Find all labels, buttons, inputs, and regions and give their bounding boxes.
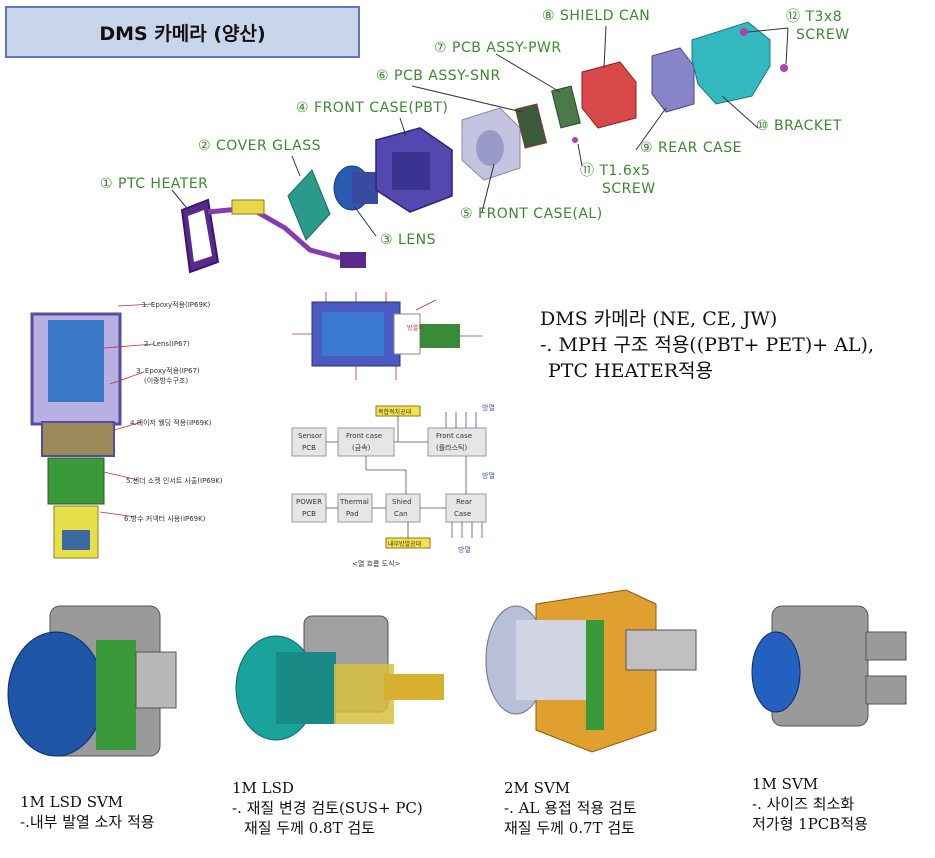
svg-text:방열: 방열 bbox=[482, 403, 495, 412]
svg-text:Case: Case bbox=[454, 510, 471, 518]
ptc-heater-part bbox=[180, 198, 366, 274]
callout-lens: ③ LENS bbox=[380, 232, 437, 248]
heat-flow-caption: <열 흐름 도식> bbox=[352, 559, 401, 568]
screw-t16x5-part bbox=[572, 137, 578, 143]
screw-t3x8-part bbox=[740, 28, 748, 36]
svg-text:Shied: Shied bbox=[392, 498, 412, 506]
variant-2m-svm-image bbox=[485, 589, 697, 753]
variant-caption-4: 1M SVM -. 사이즈 최소화 저가형 1PCB적용 bbox=[752, 775, 868, 833]
description-line-1: DMS 카메라 (NE, CE, JW) bbox=[540, 308, 778, 330]
svg-text:Sensor: Sensor bbox=[298, 432, 322, 440]
callout-front-case-pbt: ④ FRONT CASE(PBT) bbox=[296, 100, 449, 116]
variant-caption-3: 2M SVM -. AL 용접 적용 검토 재질 두께 0.7T 검토 bbox=[504, 779, 637, 837]
variant-caption-1: 1M LSD SVM -.내부 발열 소자 적용 bbox=[20, 793, 155, 831]
front-case-pbt-part bbox=[375, 127, 453, 213]
svg-text:PCB: PCB bbox=[302, 510, 316, 518]
callout-front-case-al: ⑤ FRONT CASE(AL) bbox=[460, 206, 603, 222]
callout-rear-case: ⑨ REAR CASE bbox=[640, 140, 742, 156]
callout-shield-can: ⑧ SHIELD CAN bbox=[542, 8, 651, 24]
page-title: DMS 카메라 (양산) bbox=[5, 6, 360, 58]
hot-label: 방열부 bbox=[407, 324, 424, 332]
svg-text:(금속): (금속) bbox=[352, 444, 371, 452]
cross-section-drawing bbox=[30, 303, 155, 559]
svg-text:방열: 방열 bbox=[482, 471, 495, 480]
section-note-2: 2. Lens(IP67) bbox=[144, 340, 190, 348]
description-line-2: -. MPH 구조 적용((PBT+ PET)+ AL), bbox=[540, 334, 874, 356]
section-notes: 1. Epoxy적용(IP69K) 2. Lens(IP67) 3. Epoxy… bbox=[124, 292, 280, 572]
callout-screw-t3x8: ⑫ T3x8 SCREW bbox=[786, 9, 850, 43]
svg-text:Can: Can bbox=[394, 510, 408, 518]
section-note-6: 6.방수 커넥터 사용(IP69K) bbox=[124, 515, 206, 523]
svg-text:Thermal: Thermal bbox=[339, 498, 369, 506]
lens-part bbox=[333, 165, 378, 211]
svg-text:POWER: POWER bbox=[296, 498, 322, 506]
svg-text:복합적치공대: 복합적치공대 bbox=[378, 408, 411, 416]
callout-pcb-snr: ⑥ PCB ASSY-SNR bbox=[376, 68, 501, 84]
pcb-pwr-part bbox=[551, 85, 581, 129]
screw-t3x8-part-2 bbox=[780, 64, 788, 72]
callout-pcb-pwr: ⑦ PCB ASSY-PWR bbox=[434, 40, 562, 56]
exploded-view-drawing bbox=[171, 21, 789, 274]
callout-cover-glass: ② COVER GLASS bbox=[198, 138, 321, 154]
bracket-part bbox=[691, 21, 771, 105]
svg-text:방열: 방열 bbox=[458, 545, 471, 554]
cover-glass-part bbox=[287, 169, 331, 241]
section-note-4: 4.레이저 웰딩 적용(IP69K) bbox=[130, 419, 212, 427]
svg-text:Rear: Rear bbox=[456, 498, 472, 506]
description-line-3: PTC HEATER적용 bbox=[548, 360, 713, 382]
heat-flow-diagram: 방열부 Sensor PCB Front case (금속) Front cas… bbox=[291, 292, 495, 568]
svg-text:내부방열공대: 내부방열공대 bbox=[388, 540, 421, 548]
rear-case-part bbox=[651, 47, 695, 113]
front-case-al-part bbox=[461, 107, 521, 181]
svg-text:Front case: Front case bbox=[346, 432, 382, 440]
description-block: DMS 카메라 (NE, CE, JW) -. MPH 구조 적용((PBT+ … bbox=[540, 306, 874, 384]
pcb-snr-part bbox=[514, 103, 548, 149]
section-note-1: 1. Epoxy적용(IP69K) bbox=[142, 301, 211, 309]
svg-text:(플라스틱): (플라스틱) bbox=[436, 443, 467, 452]
variant-1m-svm-image bbox=[751, 605, 907, 727]
section-note-5: 5.센더 소켓 인서트 사출(IP69K) bbox=[126, 477, 223, 485]
svg-text:Front case: Front case bbox=[436, 432, 472, 440]
svg-text:Pad: Pad bbox=[346, 510, 359, 518]
variant-1m-lsd-image bbox=[235, 615, 444, 741]
callout-screw-t16x5: ⑪ T1.6x5 SCREW bbox=[580, 163, 656, 197]
variant-caption-2: 1M LSD -. 재질 변경 검토(SUS+ PC) 재질 두께 0.8T 검… bbox=[232, 779, 423, 837]
svg-text:PCB: PCB bbox=[302, 444, 316, 452]
variant-1m-lsd-svm-image bbox=[7, 605, 177, 757]
callout-bracket: ⑩ BRACKET bbox=[756, 118, 842, 134]
section-note-3-sub: (이중방수구조) bbox=[144, 377, 189, 385]
shield-can-part bbox=[581, 61, 637, 129]
callout-ptc-heater: ① PTC HEATER bbox=[100, 176, 209, 192]
page-title-text: DMS 카메라 (양산) bbox=[99, 22, 266, 45]
section-note-3: 3. Epoxy적용(IP67) bbox=[136, 367, 200, 375]
